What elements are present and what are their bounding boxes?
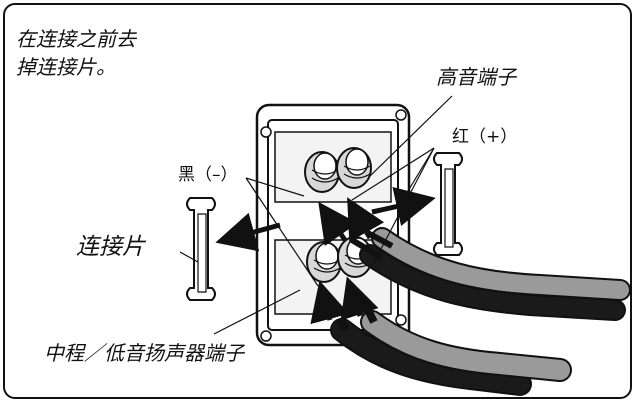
- woofer-terminal-black: [306, 241, 342, 283]
- label-red-plus: 红（+）: [452, 127, 517, 147]
- speaker-cable-lower: [330, 308, 572, 396]
- insertion-arrows: [310, 197, 385, 325]
- diagram-frame: [3, 3, 632, 399]
- leader-lines: [179, 95, 453, 335]
- instruction-line-1: 在连接之前去: [16, 27, 138, 51]
- instruction-line-2: 掉连接片。: [16, 55, 116, 79]
- remove-arrow-left: [215, 212, 281, 252]
- remove-arrow-right: [371, 186, 436, 227]
- screw-top-left-icon: [260, 126, 272, 138]
- screw-bottom-right-icon: [395, 314, 407, 326]
- label-connecting-bar: 连接片: [76, 234, 147, 260]
- tweeter-terminal-red: [336, 147, 372, 189]
- screw-top-right-icon: [395, 109, 407, 121]
- screw-bottom-left-icon: [260, 330, 272, 342]
- tweeter-terminal-black: [304, 151, 340, 193]
- connecting-bar-left: [186, 197, 216, 301]
- label-black-minus: 黑（–）: [178, 165, 238, 185]
- connecting-bar-right: [433, 152, 463, 256]
- label-midrange-woofer-terminal: 中程／低音扬声器端子: [44, 341, 246, 365]
- label-tweeter-terminal: 高音端子: [436, 65, 518, 89]
